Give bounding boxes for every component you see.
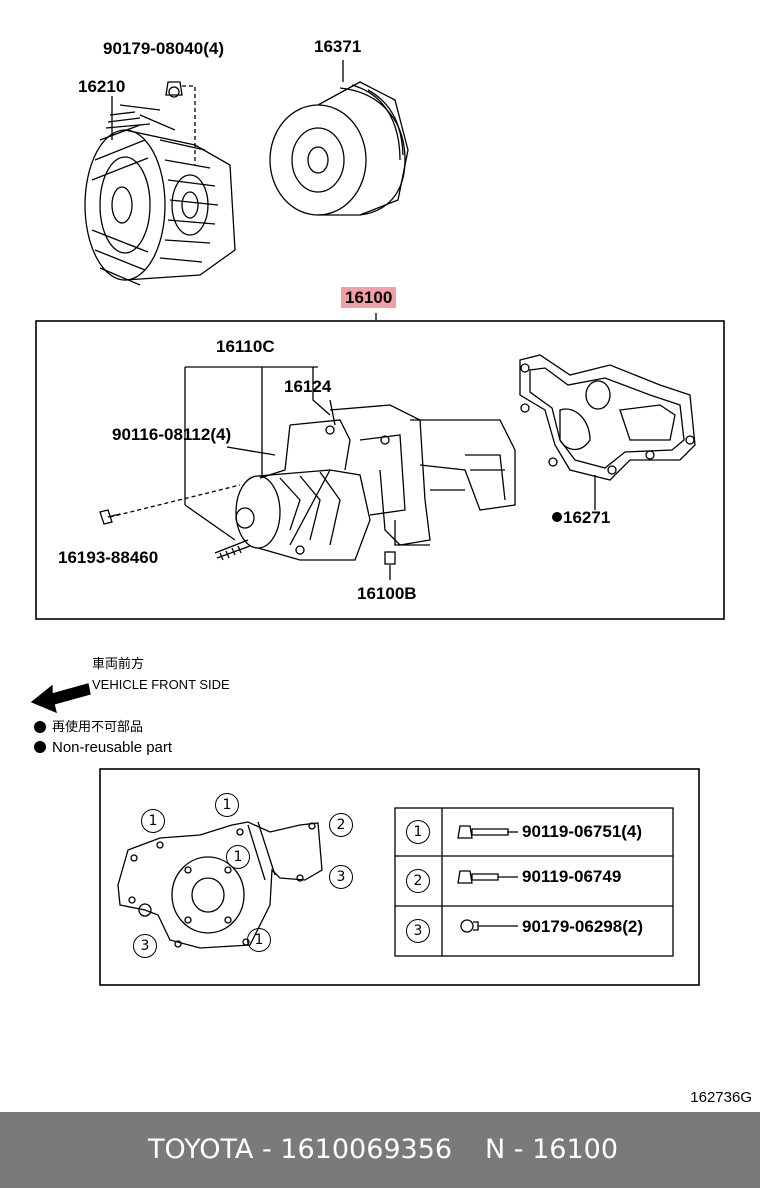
callout-gasket-a[interactable]: 16124 xyxy=(284,377,332,396)
legend-nonreuse-jp: 再使用不可部品 xyxy=(52,719,144,734)
footer-bar: TOYOTA - 1610069356 N - 16100 xyxy=(0,1112,760,1188)
diagram-ref-code: 162736G xyxy=(690,1089,752,1106)
callout-plug[interactable]: 16100B xyxy=(357,584,417,603)
gasket-drawing xyxy=(519,354,696,510)
inset-marker-1: 1 xyxy=(247,928,271,952)
footer-ref: N - 16100 xyxy=(485,1134,618,1165)
bolt-90179-drawing xyxy=(165,81,196,165)
table-row-part[interactable]: 90119-06749 xyxy=(522,867,622,886)
inset-marker-1: 1 xyxy=(215,793,239,817)
callout-gasket[interactable]: 16271 xyxy=(563,508,611,527)
table-bolt-icons xyxy=(457,825,518,933)
callout-stud[interactable]: 16193-88460 xyxy=(58,548,159,567)
footer-brand-part: TOYOTA - 1610069356 xyxy=(148,1134,453,1165)
water-pump-drawing xyxy=(235,404,516,580)
inset-marker-1: 1 xyxy=(141,809,165,833)
table-row-num: 1 xyxy=(406,820,430,844)
inset-marker-1: 1 xyxy=(226,845,250,869)
bullet-dot xyxy=(34,741,46,753)
inset-table-grid xyxy=(394,807,674,957)
pulley-drawing xyxy=(269,60,409,216)
callout-assembly[interactable]: 16100 xyxy=(341,287,397,308)
bullet-dot xyxy=(34,721,46,733)
callout-bolt-mid[interactable]: 90116-08112(4) xyxy=(112,425,232,444)
table-row-num: 3 xyxy=(406,919,430,943)
table-row-part[interactable]: 90119-06751(4) xyxy=(522,822,643,841)
non-reusable-dot xyxy=(552,512,562,522)
legend-nonreuse-en: Non-reusable part xyxy=(52,739,173,756)
callout-bolt-top[interactable]: 90179-08040(4) xyxy=(103,39,224,58)
callout-sub-assy[interactable]: 16110C xyxy=(216,337,275,356)
inset-pump-drawing xyxy=(117,821,323,949)
table-row-part[interactable]: 90179-06298(2) xyxy=(522,917,643,936)
fan-clutch-drawing xyxy=(84,104,236,286)
legend-front-jp: 車両前方 xyxy=(92,656,145,671)
inset-marker-3: 3 xyxy=(133,934,157,958)
table-row-num: 2 xyxy=(406,869,430,893)
legend-front-en: VEHICLE FRONT SIDE xyxy=(92,677,230,692)
inset-marker-3: 3 xyxy=(329,865,353,889)
callout-fan-clutch[interactable]: 16210 xyxy=(78,77,126,96)
inset-marker-2: 2 xyxy=(329,813,353,837)
callout-pulley[interactable]: 16371 xyxy=(314,37,362,56)
